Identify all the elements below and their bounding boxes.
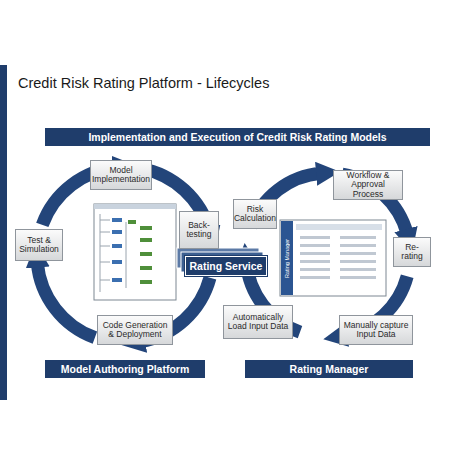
diagram-title: Credit Risk Rating Platform - Lifecycles [18,75,269,91]
step-box: Re-rating [393,237,431,267]
step-box: Workflow & Approval Process [333,170,403,200]
node-text: Risk Calculation [234,205,276,224]
node-text: Implementation and Execution of Credit R… [88,131,386,143]
node-text: Back-testing [181,221,217,240]
node-text: Manually capture Input Data [341,321,411,340]
node-text: Rating Service [190,260,263,272]
authoring-screenshot [94,204,176,300]
platform-band: Model Authoring Platform [45,360,205,378]
banner-band: Implementation and Execution of Credit R… [45,128,430,146]
node-text: Automatically Load Input Data [225,313,291,332]
screen-label: Rating Manager [281,221,293,295]
node-text: Rating Manager [290,363,369,375]
node-text: Model Authoring Platform [61,363,190,375]
step-box: Manually capture Input Data [339,315,413,345]
node-text: Test & Simulation [17,236,61,255]
node-text: Code Generation & Deployment [99,321,171,340]
node-text: Model Implementation [92,166,150,185]
step-box: Model Implementation [90,160,152,190]
manager-screenshot [280,220,386,296]
side-bar [0,65,7,400]
node-text: Workflow & Approval Process [335,171,401,200]
step-box: Back-testing [179,211,219,249]
step-box: Test & Simulation [15,229,63,261]
step-box: Automatically Load Input Data [223,305,293,339]
service-stack [177,248,263,272]
node-text: Re-rating [395,243,429,262]
step-box: Risk Calculation [233,199,277,229]
platform-band: Rating Manager [245,360,413,378]
step-box: Code Generation & Deployment [97,315,173,345]
service-box: Rating Service [185,256,267,276]
